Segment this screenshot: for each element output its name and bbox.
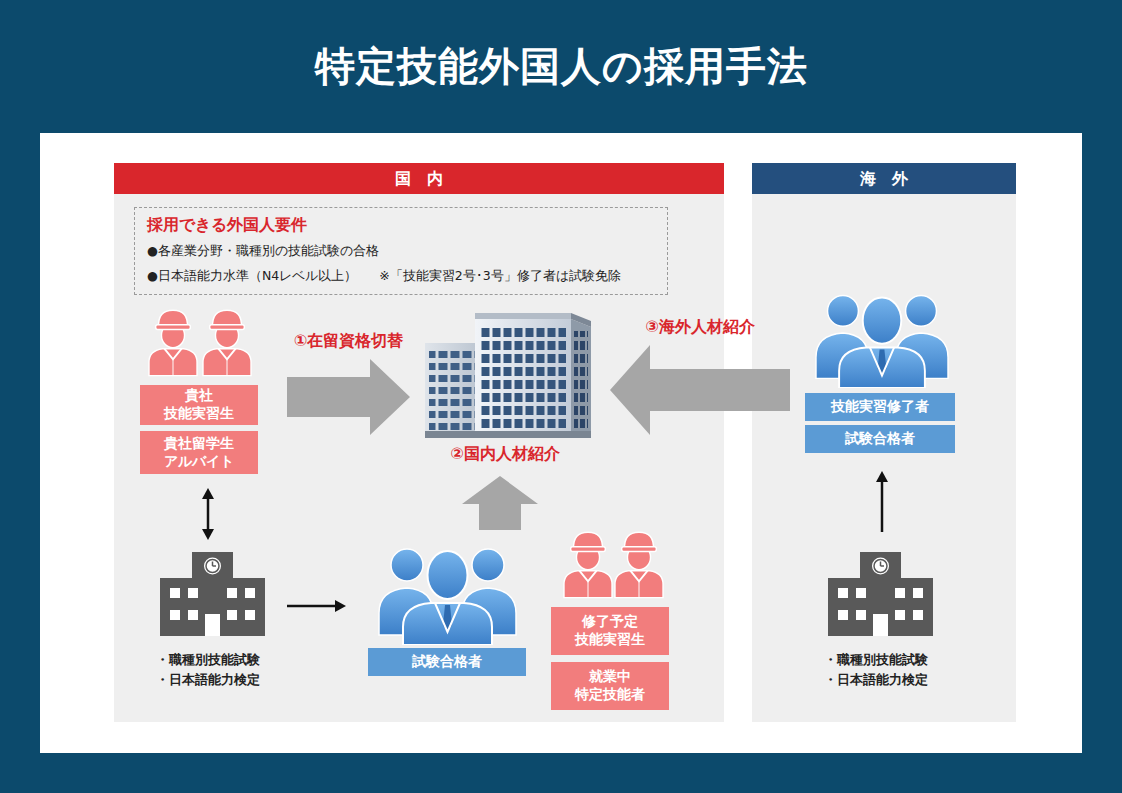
school-icon: [160, 552, 265, 636]
region-header: 海 外: [752, 163, 1016, 194]
box-text: 貴社 技能実習生: [164, 387, 234, 423]
flow-arrow: [610, 345, 790, 435]
worker-icon: [564, 532, 612, 597]
requirement-line: ※「技能実習2号･3号」修了者は試験免除: [379, 268, 620, 283]
box-text: 試験合格者: [845, 430, 915, 448]
arrowhead: [335, 600, 346, 612]
school-caption: ・職種別技能試験: [824, 650, 928, 670]
region-panel: 海 外技能実習修了者試験合格者・職種別技能試験・日本語能力検定: [752, 163, 1016, 722]
worker-icon: [203, 310, 251, 375]
label-box: 貴社 技能実習生: [140, 385, 258, 425]
box-text: 試験合格者: [412, 653, 482, 671]
edge-label-holder: ①在留資格切替: [294, 331, 404, 351]
label-box: 試験合格者: [805, 425, 955, 453]
box-text: 貴社留学生 アルバイト: [164, 435, 234, 471]
box-text: 技能実習修了者: [831, 398, 929, 416]
school-caption: ・職種別技能試験: [156, 650, 260, 670]
school-caption: ・日本語能力検定: [156, 670, 260, 690]
school-building: ・職種別技能試験・日本語能力検定: [818, 550, 943, 690]
connector-line: [881, 482, 884, 532]
people-icon: [379, 549, 516, 645]
requirement-row: ●各産業分野・職種別の技能試験の合格: [147, 238, 657, 263]
building-caption: ②国内人材紹介: [450, 444, 560, 464]
connector-line: [287, 605, 335, 608]
edge-label-holder: ③海外人材紹介: [645, 317, 755, 337]
label-box: 試験合格者: [368, 648, 526, 676]
label-box: 貴社留学生 アルバイト: [140, 431, 258, 474]
box-text: 就業中 特定技能者: [575, 668, 645, 704]
requirement-title: 採用できる外国人要件: [147, 212, 657, 238]
school-icon: [828, 552, 933, 636]
school-caption: ・日本語能力検定: [824, 670, 928, 690]
requirement-line: ●日本語能力水準（N4レベル以上）: [147, 268, 357, 283]
flow-arrow-shape: [287, 359, 410, 435]
title-bar: 特定技能外国人の採用手法: [0, 42, 1122, 90]
label-box: 修了予定 技能実習生: [551, 607, 669, 655]
label-box: 技能実習修了者: [805, 393, 955, 421]
worker-icon: [149, 310, 197, 375]
connector-arrow: [202, 488, 214, 540]
flow-arrow-shape: [610, 345, 790, 435]
arrowhead: [202, 529, 214, 540]
connector-arrow: [876, 471, 888, 532]
requirement-line: ●各産業分野・職種別の技能試験の合格: [147, 243, 379, 258]
office-building-icon: [425, 313, 591, 438]
flow-arrow: [462, 476, 538, 530]
people-icon: [816, 295, 948, 388]
company-building: ②国内人材紹介: [415, 312, 595, 464]
flow-arrow: [287, 359, 410, 435]
connector-arrow: [287, 600, 346, 612]
arrowhead: [202, 488, 214, 499]
requirement-box: 採用できる外国人要件 ●各産業分野・職種別の技能試験の合格 ●日本語能力水準（N4レ…: [134, 207, 668, 295]
edge-label: ①在留資格切替: [294, 331, 404, 351]
box-text: 修了予定 技能実習生: [575, 613, 645, 649]
region-header: 国 内: [114, 163, 724, 194]
label-box: 就業中 特定技能者: [551, 662, 669, 710]
title-text: 特定技能外国人の採用手法: [315, 42, 808, 90]
edge-label: ③海外人材紹介: [645, 317, 755, 337]
requirement-row: ●日本語能力水準（N4レベル以上） ※「技能実習2号･3号」修了者は試験免除: [147, 263, 657, 288]
connector-line: [207, 499, 210, 529]
arrowhead: [876, 471, 888, 482]
school-building: ・職種別技能試験・日本語能力検定: [150, 550, 275, 690]
flow-arrow-shape: [462, 476, 538, 530]
worker-icon: [615, 532, 663, 597]
